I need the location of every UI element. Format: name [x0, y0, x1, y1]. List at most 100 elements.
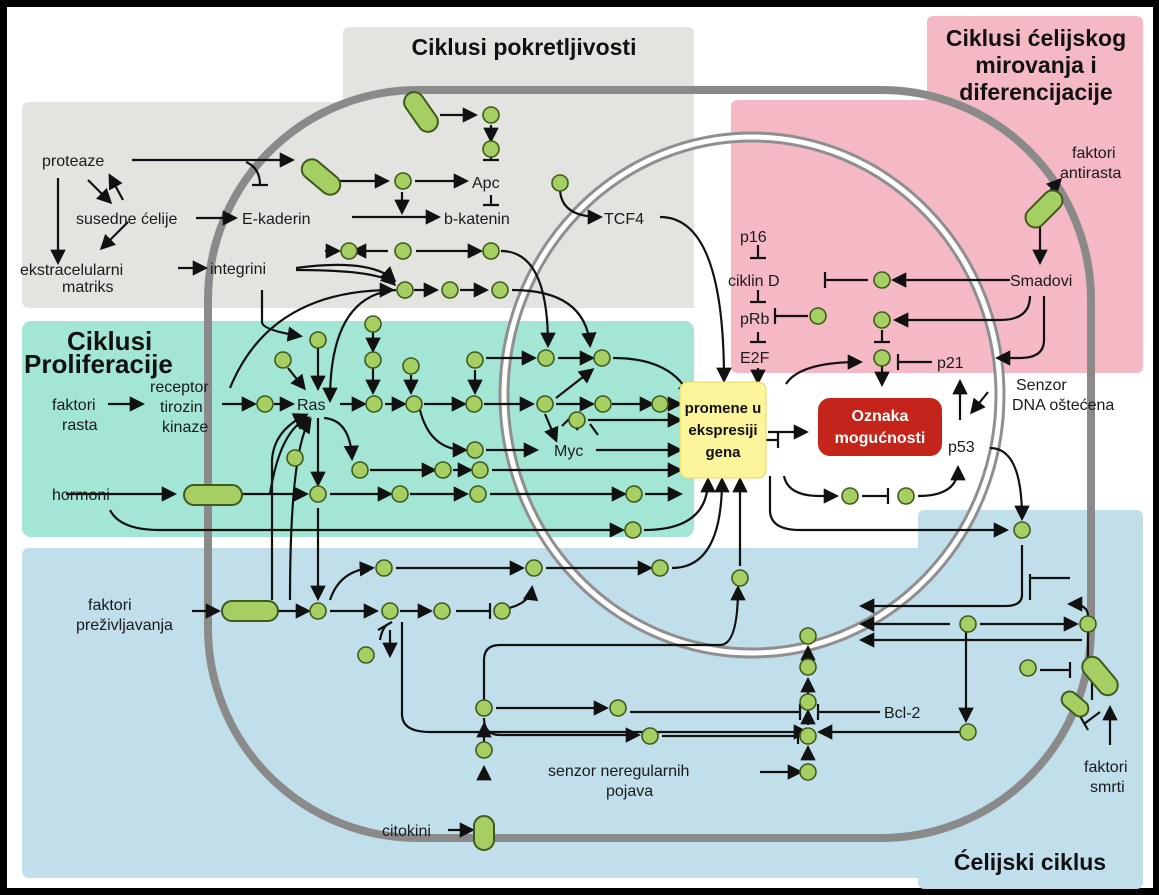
- cell-membrane: [204, 86, 1095, 842]
- node: [466, 441, 484, 459]
- label-e-kaderin: E-kaderin: [242, 211, 310, 228]
- proliferation-panel-bg: [22, 321, 694, 537]
- membranes: [204, 86, 1095, 842]
- node: [959, 723, 977, 741]
- node: [959, 615, 977, 633]
- label-pojava: pojava: [606, 783, 653, 800]
- label-faktori-smrti-2: smrti: [1090, 779, 1125, 796]
- quiescence-title-1: Ciklusi ćelijskog: [946, 25, 1126, 51]
- capsule: [221, 600, 279, 622]
- nucleus-membrane-inner: [501, 134, 1003, 656]
- node: [365, 395, 383, 413]
- receptor-capsules: [183, 91, 1119, 851]
- label-tirozin: tirozin: [160, 399, 203, 416]
- node: [309, 602, 327, 620]
- cell-cycle-panel-bg: [22, 510, 1143, 889]
- label-ras: Ras: [297, 397, 325, 414]
- node: [491, 281, 509, 299]
- node: [309, 331, 327, 349]
- label-bcl-2: Bcl-2: [884, 705, 921, 722]
- node: [274, 351, 292, 369]
- node: [351, 461, 369, 479]
- label-integrini: integrini: [210, 261, 266, 278]
- capsule: [1024, 189, 1064, 229]
- node: [469, 485, 487, 503]
- label-b-katenin: b-katenin: [444, 211, 510, 228]
- node: [1019, 659, 1037, 677]
- capsule: [300, 158, 342, 196]
- label-ciklin-d: ciklin D: [728, 273, 780, 290]
- quiescence-panel-bg: [731, 16, 1143, 373]
- pathway-labels: proteaze susedne ćelije ekstracelularni …: [20, 145, 1128, 840]
- node: [402, 357, 420, 375]
- node: [809, 307, 827, 325]
- node: [651, 395, 669, 413]
- gene-expression-box: promene u ekspresiji gena: [679, 381, 767, 479]
- node: [396, 281, 414, 299]
- node: [625, 485, 643, 503]
- label-faktori-antirasta-1: faktori: [1072, 145, 1116, 162]
- node: [433, 602, 451, 620]
- label-ekstracelularni: ekstracelularni: [20, 262, 123, 279]
- node: [593, 349, 611, 367]
- capsule: [1060, 690, 1090, 718]
- node: [466, 351, 484, 369]
- node: [475, 741, 493, 759]
- node: [434, 461, 452, 479]
- hallmark-box: Oznaka mogućnosti: [818, 398, 942, 456]
- node: [609, 699, 627, 717]
- capsule: [183, 484, 243, 506]
- node: [256, 395, 274, 413]
- label-smadovi: Smadovi: [1010, 273, 1072, 290]
- node: [873, 271, 891, 289]
- proliferation-title-1: Ciklusi: [67, 326, 152, 356]
- node: [551, 174, 569, 192]
- node: [482, 242, 500, 260]
- label-prb: pRb: [740, 311, 769, 328]
- node: [394, 172, 412, 190]
- quiescence-title-2: mirovanja i: [975, 52, 1096, 78]
- node: [381, 602, 399, 620]
- capsule: [473, 815, 495, 851]
- motility-panel-bg: [22, 27, 694, 308]
- node: [441, 281, 459, 299]
- capsule: [1081, 655, 1119, 697]
- label-apc: Apc: [472, 175, 500, 192]
- node: [799, 693, 817, 711]
- label-faktori-antirasta-2: antirasta: [1060, 165, 1121, 182]
- node: [641, 727, 659, 745]
- node: [357, 646, 375, 664]
- node: [482, 140, 500, 158]
- label-faktori-prezivljavanja-2: preživljavanja: [76, 617, 173, 634]
- label-e2f: E2F: [740, 350, 770, 367]
- label-kinaze: kinaze: [162, 419, 208, 436]
- label-p21: p21: [937, 355, 964, 372]
- node: [897, 487, 915, 505]
- signal-nodes: [256, 106, 1097, 781]
- label-senzor-neregularnih: senzor neregularnih: [548, 763, 689, 780]
- label-senzor-dna-1: Senzor: [1016, 377, 1067, 394]
- label-faktori-prezivljavanja-1: faktori: [88, 597, 132, 614]
- node: [493, 602, 511, 620]
- node: [471, 461, 489, 479]
- label-myc: Myc: [554, 443, 583, 460]
- node: [340, 242, 358, 260]
- node: [537, 349, 555, 367]
- label-tcf4: TCF4: [604, 211, 644, 228]
- node: [475, 699, 493, 717]
- label-citokini: citokini: [382, 823, 431, 840]
- node: [799, 727, 817, 745]
- label-senzor-dna-2: DNA oštećena: [1012, 397, 1114, 414]
- node: [364, 315, 382, 333]
- label-faktori-rasta-1: faktori: [52, 397, 96, 414]
- quiescence-title-3: diferencijacije: [959, 79, 1112, 105]
- node: [873, 349, 891, 367]
- node: [594, 395, 612, 413]
- node: [375, 559, 393, 577]
- node: [799, 763, 817, 781]
- node: [841, 487, 859, 505]
- node: [482, 106, 500, 124]
- node: [525, 559, 543, 577]
- node: [536, 395, 554, 413]
- node: [731, 569, 749, 587]
